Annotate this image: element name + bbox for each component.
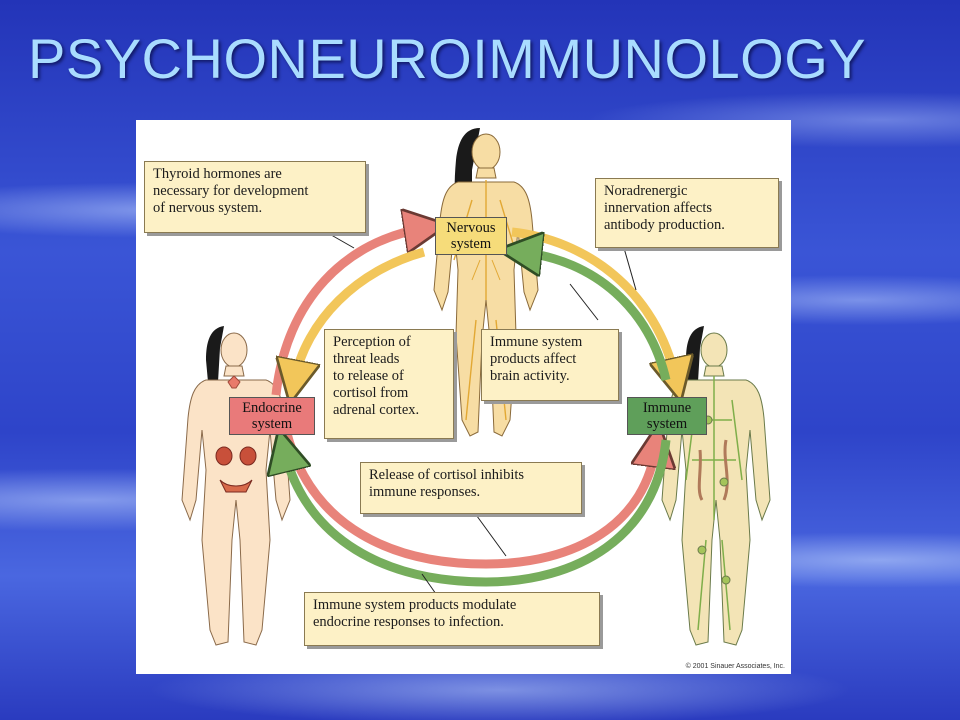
endocrine-system-figure (181, 326, 291, 646)
copyright-notice: © 2001 Sinauer Associates, Inc. (685, 663, 785, 670)
caption-immune-products-brain: Immune system products affect brain acti… (481, 329, 619, 401)
yellow-arrow-nervous-to-endocrine (294, 247, 426, 382)
caption-noradrenergic: Noradrenergic innervation affects antibo… (595, 178, 779, 248)
caption-perception-of-threat: Perception of threat leads to release of… (324, 329, 454, 439)
caption-immune-modulate-endocrine: Immune system products modulate endocrin… (304, 592, 600, 646)
label-nervous-system: Nervous system (435, 217, 507, 255)
feedback-arrows (276, 228, 676, 587)
green-arrow-immune-to-nervous (520, 252, 671, 382)
caption-thyroid-hormones: Thyroid hormones are necessary for devel… (144, 161, 366, 233)
label-endocrine-system: Endocrine system (229, 397, 315, 435)
caption-cortisol-inhibits: Release of cortisol inhibits immune resp… (360, 462, 582, 514)
psychoneuroimmunology-diagram: Nervous system Endocrine system Immune s… (136, 120, 791, 674)
red-arrow-endocrine-to-immune (281, 430, 656, 569)
label-immune-system: Immune system (627, 397, 707, 435)
slide-title: PSYCHONEUROIMMUNOLOGY (28, 27, 867, 90)
diagram-art (181, 128, 771, 646)
green-arrow-immune-to-endocrine (284, 440, 671, 587)
leader-lines (325, 231, 637, 595)
